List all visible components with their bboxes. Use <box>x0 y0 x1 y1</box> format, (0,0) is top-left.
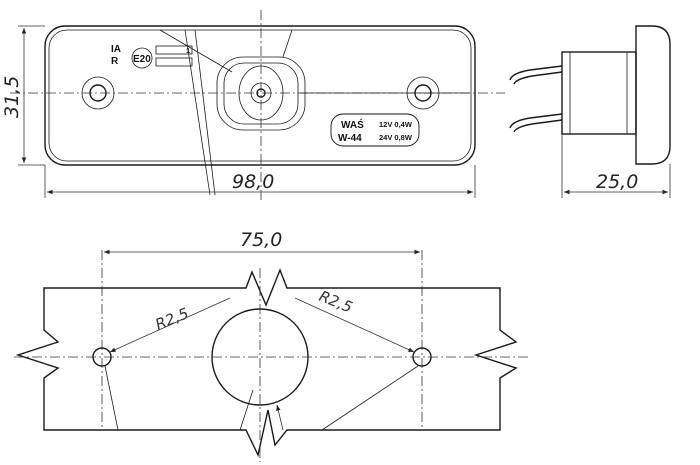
front-view: 1 E20 IA R WAŚ W-44 12V 0,4W 24V 0,8W 31… <box>1 10 505 200</box>
center-lens-outer <box>216 56 306 131</box>
rating-24v-label: 24V 0,8W <box>379 133 413 142</box>
mark-box-top <box>155 45 193 55</box>
width-dimension: 98,0 <box>232 171 274 193</box>
cutout-view: 75,0 R2,5 R2,5 <box>14 229 530 462</box>
radius-left-label: R2,5 <box>153 304 192 334</box>
height-dimension: 31,5 <box>1 76 23 118</box>
mark-box-bottom <box>155 57 193 67</box>
maker-label: WAŚ <box>341 118 364 131</box>
side-cap <box>635 25 671 165</box>
model-label: W-44 <box>338 133 362 144</box>
wire-top <box>509 65 563 81</box>
approval-label: E20 <box>133 54 151 65</box>
class-bottom-label: R <box>111 56 119 67</box>
side-body <box>561 51 637 135</box>
lens-outline <box>48 29 472 162</box>
approval-circle <box>131 47 153 69</box>
wire-bottom <box>509 113 563 129</box>
housing-outline <box>44 25 476 166</box>
hole-spacing-dimension: 75,0 <box>240 229 282 251</box>
depth-dimension: 25,0 <box>596 171 638 193</box>
radius-right-label: R2,5 <box>317 287 356 317</box>
cutout-outline <box>15 268 518 458</box>
rating-12v-label: 12V 0,4W <box>379 120 413 129</box>
side-view: 25,0 <box>509 25 671 198</box>
class-top-label: IA <box>111 44 121 55</box>
